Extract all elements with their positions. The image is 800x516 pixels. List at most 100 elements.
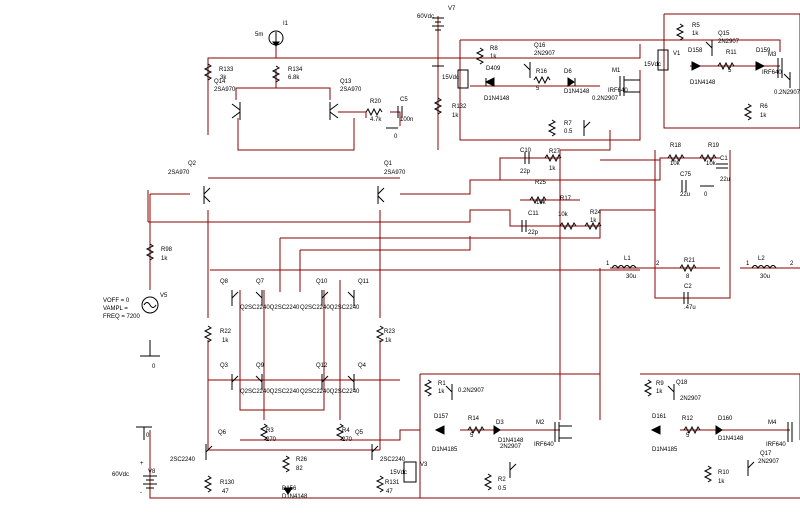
- svg-text:R6: R6: [760, 104, 768, 110]
- resistor-symbol: [533, 75, 551, 85]
- transistor-symbol: [321, 374, 329, 390]
- diode-symbol: [715, 425, 723, 435]
- resistor-glyphs: [145, 23, 753, 493]
- transistor-symbol: [231, 374, 239, 390]
- svg-text:-: -: [140, 490, 142, 496]
- svg-text:R7: R7: [564, 121, 572, 127]
- battery-v2: 15Vdc: [442, 69, 469, 89]
- svg-text:1k: 1k: [656, 389, 663, 395]
- svg-text:R27: R27: [549, 149, 561, 155]
- svg-text:R21: R21: [684, 258, 696, 264]
- svg-text:1k: 1k: [452, 113, 459, 119]
- svg-text:Q14: Q14: [214, 79, 226, 85]
- svg-text:270: 270: [266, 437, 277, 443]
- svg-text:V7: V7: [448, 6, 456, 12]
- transistor-symbol: [329, 102, 339, 120]
- resistor-symbol: [717, 61, 735, 71]
- svg-text:R2: R2: [498, 477, 506, 483]
- resistor-symbol: [281, 455, 291, 473]
- svg-text:R22: R22: [220, 329, 232, 335]
- svg-text:D6: D6: [564, 69, 572, 75]
- svg-text:0.5: 0.5: [498, 486, 507, 492]
- resistor-symbol: [259, 423, 269, 441]
- svg-text:R24: R24: [590, 210, 602, 216]
- svg-text:Q17: Q17: [760, 451, 772, 457]
- transistor-symbol: [231, 290, 239, 306]
- svg-text:1k: 1k: [590, 218, 597, 224]
- diode-symbol: [434, 425, 445, 435]
- svg-text:C75: C75: [680, 172, 692, 178]
- svg-text:R17: R17: [560, 196, 572, 202]
- svg-text:+: +: [140, 461, 144, 467]
- transistor-symbol: [523, 62, 531, 78]
- svg-text:R1: R1: [438, 381, 446, 387]
- svg-text:0.2N2907: 0.2N2907: [458, 388, 485, 394]
- svg-text:R19: R19: [708, 143, 720, 149]
- svg-text:R16: R16: [536, 69, 548, 75]
- svg-text:D1N4148: D1N4148: [282, 494, 308, 500]
- svg-text:15Vdc: 15Vdc: [390, 470, 407, 476]
- resistor-symbol: [375, 325, 385, 343]
- resistor-symbol: [643, 379, 653, 397]
- resistor-symbol: [584, 221, 602, 231]
- svg-text:1k: 1k: [760, 113, 767, 119]
- svg-text:Q9: Q9: [256, 363, 265, 369]
- svg-text:R11: R11: [726, 50, 737, 56]
- svg-text:Q8: Q8: [220, 279, 229, 285]
- svg-text:Q2SC2240Q2SC2240: Q2SC2240Q2SC2240: [300, 305, 360, 311]
- svg-text:1: 1: [606, 261, 610, 267]
- resistor-symbol: [467, 425, 485, 435]
- svg-text:I1: I1: [283, 21, 289, 27]
- resistor-symbol: [365, 107, 383, 117]
- svg-text:.47u: .47u: [684, 305, 696, 311]
- resistor-symbol: [145, 243, 155, 261]
- svg-text:D160: D160: [718, 416, 733, 422]
- resistor-symbol: [433, 97, 443, 115]
- svg-text:R4: R4: [342, 428, 350, 434]
- ground-symbols: 0 0 0 0: [136, 65, 714, 440]
- capacitor-symbol: [681, 180, 687, 192]
- svg-text:V3: V3: [420, 462, 428, 468]
- svg-text:V8: V8: [148, 469, 156, 475]
- svg-text:2SA970: 2SA970: [340, 87, 362, 93]
- svg-text:Q15: Q15: [718, 31, 730, 37]
- resistor-symbol: [699, 153, 717, 163]
- svg-text:C5: C5: [400, 97, 408, 103]
- wire-net: [147, 13, 800, 499]
- svg-text:C11: C11: [528, 211, 539, 217]
- mosfet-glyphs: [554, 58, 793, 442]
- transistor-symbol: [347, 374, 355, 390]
- svg-text:L1: L1: [624, 256, 631, 262]
- ground-icon: 0: [386, 127, 398, 140]
- resistor-symbol: [203, 325, 213, 343]
- svg-text:100n: 100n: [400, 117, 413, 123]
- svg-text:R134: R134: [288, 67, 303, 73]
- svg-text:M3: M3: [768, 52, 777, 58]
- svg-text:1k: 1k: [718, 479, 725, 485]
- svg-text:V5: V5: [160, 293, 168, 299]
- transistor-symbol: [371, 444, 379, 460]
- inductor-symbol: [751, 265, 777, 269]
- svg-text:10k: 10k: [558, 212, 569, 218]
- svg-text:22p: 22p: [528, 230, 539, 236]
- svg-text:1k: 1k: [385, 338, 392, 344]
- inductor-glyphs: [611, 265, 777, 269]
- svg-text:2N2907: 2N2907: [500, 444, 522, 450]
- svg-text:V1: V1: [673, 51, 681, 57]
- svg-text:15Vdc: 15Vdc: [644, 62, 661, 68]
- svg-text:22p: 22p: [520, 169, 531, 175]
- svg-text:IRF640: IRF640: [534, 442, 554, 448]
- diode-symbol: [493, 425, 501, 435]
- svg-text:R25: R25: [535, 180, 547, 186]
- svg-text:2: 2: [656, 261, 660, 267]
- svg-text:Q10: Q10: [316, 279, 328, 285]
- transistor-symbol: [509, 462, 517, 478]
- battery-v7: V7 60Vdc: [417, 6, 456, 31]
- battery-v1: V1 15Vdc: [644, 49, 681, 71]
- svg-text:10k: 10k: [536, 200, 547, 206]
- capacitor-symbol: [397, 106, 403, 118]
- svg-text:0.2N2907: 0.2N2907: [774, 90, 800, 96]
- svg-text:2N2907: 2N2907: [758, 459, 780, 465]
- svg-text:6.8k: 6.8k: [288, 75, 300, 81]
- capacitor-glyphs: [397, 106, 728, 304]
